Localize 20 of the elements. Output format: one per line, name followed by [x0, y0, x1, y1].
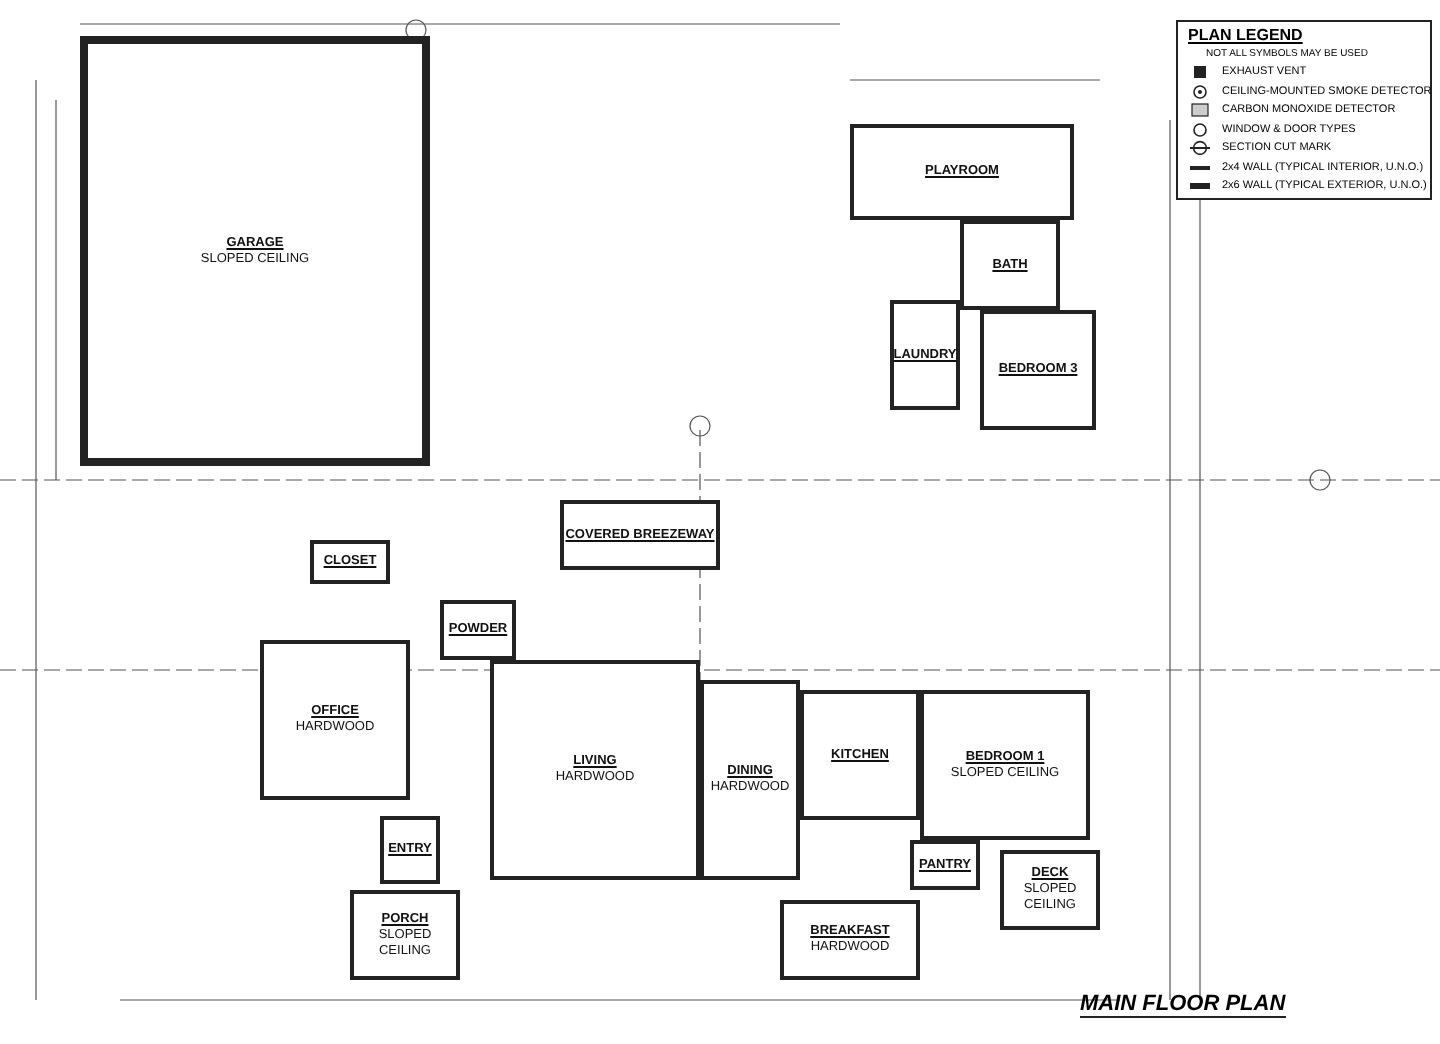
room	[440, 600, 516, 660]
room	[350, 890, 460, 980]
legend-heading: PLAN LEGEND	[1188, 26, 1303, 44]
room	[780, 900, 920, 980]
room	[800, 690, 920, 820]
room	[380, 816, 440, 884]
room	[700, 680, 800, 880]
room	[850, 124, 1074, 220]
room	[980, 310, 1096, 430]
room	[490, 660, 700, 880]
room	[260, 640, 410, 800]
room	[80, 36, 430, 466]
room	[960, 220, 1060, 310]
drawing-title: MAIN FLOOR PLAN	[1080, 992, 1286, 1018]
room	[310, 540, 390, 584]
room	[1000, 850, 1100, 930]
room	[890, 300, 960, 410]
room	[560, 500, 720, 570]
room	[910, 840, 980, 890]
room	[920, 690, 1090, 840]
